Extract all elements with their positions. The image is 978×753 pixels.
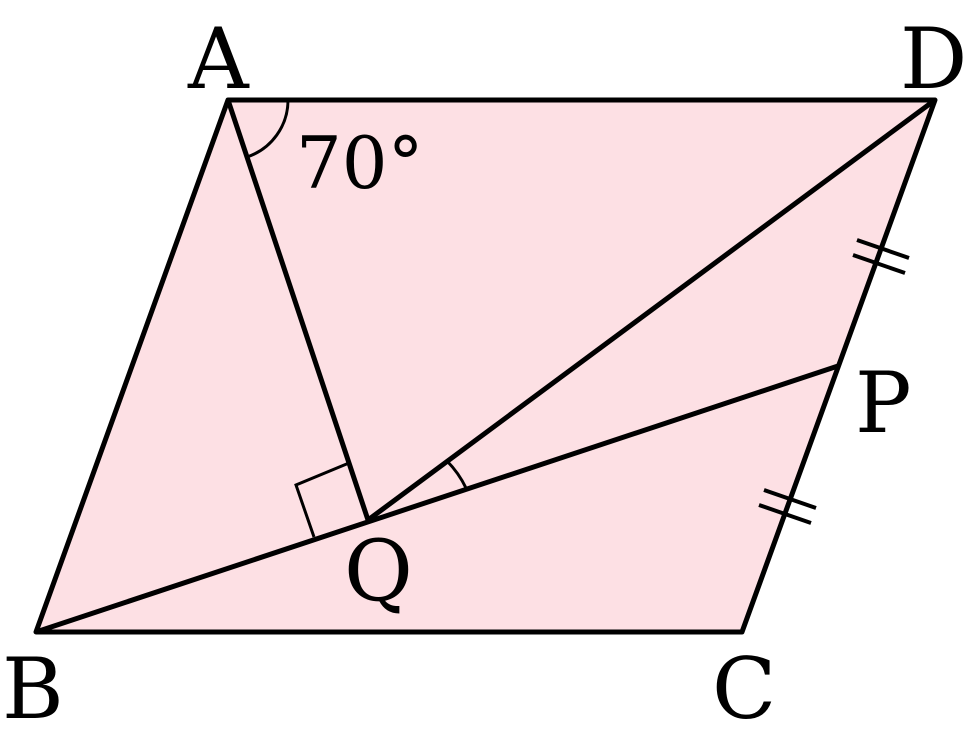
angle-label-a: 70° <box>296 121 424 205</box>
segment-dq <box>366 97 937 523</box>
label-d: D <box>900 10 967 108</box>
label-a: A <box>187 10 250 108</box>
tick-pc-2 <box>758 503 812 525</box>
tick-dp-2 <box>852 253 906 275</box>
segment-bp <box>35 363 839 635</box>
angle-arc-a <box>246 99 290 159</box>
right-angle-mark-q <box>294 461 350 538</box>
tick-pc-1 <box>763 488 817 510</box>
label-c: C <box>712 640 776 738</box>
label-q: Q <box>344 522 413 620</box>
angle-arc-q <box>445 459 468 489</box>
label-b: B <box>2 640 64 738</box>
tick-dp-1 <box>856 238 910 260</box>
parallelogram-abcd <box>33 97 938 635</box>
label-p: P <box>855 354 912 452</box>
segment-aq <box>225 99 371 521</box>
